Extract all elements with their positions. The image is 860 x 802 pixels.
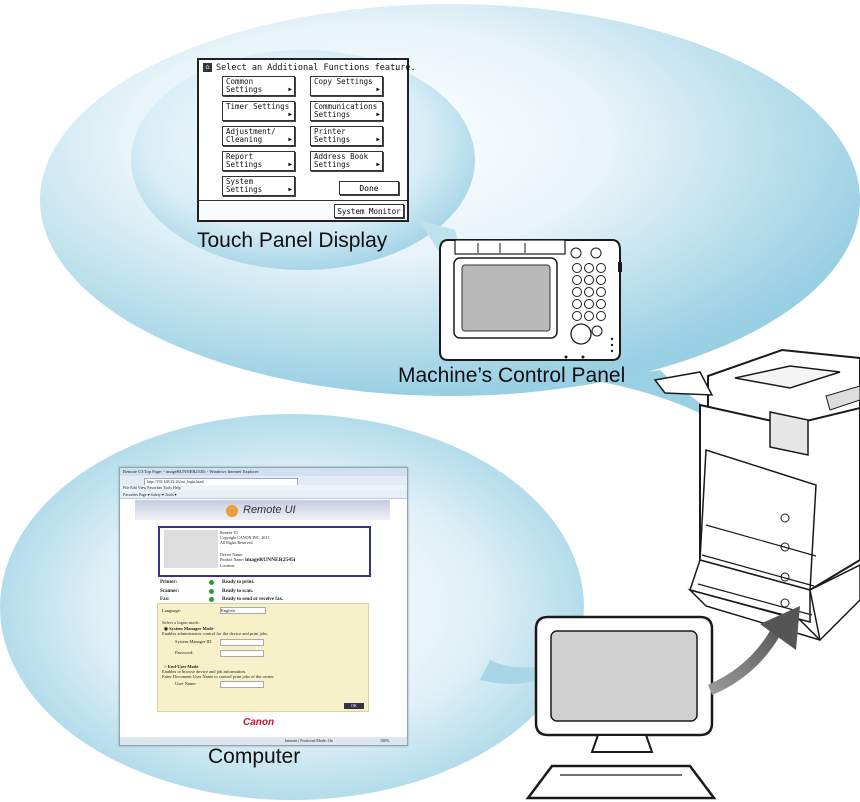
end-user-mode-label: End-User Mode bbox=[167, 664, 199, 669]
submenu-arrow-icon: ▶ bbox=[376, 161, 380, 168]
button-label: Timer Settings bbox=[226, 102, 290, 111]
computer-label: Computer bbox=[208, 745, 301, 768]
adjustment-cleaning-button[interactable]: Adjustment/ Cleaning ▶ bbox=[222, 126, 295, 146]
end-user-desc: Enter Document User Name to control prin… bbox=[162, 674, 275, 679]
address-book-settings-button[interactable]: Address Book Settings ▶ bbox=[310, 151, 383, 171]
product-name: imageRUNNER2545i bbox=[245, 557, 296, 563]
user-name-field[interactable] bbox=[220, 681, 264, 688]
copy-settings-button[interactable]: Copy Settings▶ bbox=[310, 76, 383, 96]
device-image bbox=[164, 530, 218, 568]
printer-settings-button[interactable]: Printer Settings ▶ bbox=[310, 126, 383, 146]
button-label: Report Settings bbox=[226, 152, 263, 169]
remote-ui-browser-window: Remote UI:Top Page: - imageRUNNER2545i -… bbox=[119, 467, 408, 746]
computer-illustration bbox=[525, 615, 717, 800]
submenu-arrow-icon: ▶ bbox=[288, 161, 292, 168]
fax-status-label: Fax: bbox=[160, 597, 170, 602]
submenu-arrow-icon: ▶ bbox=[376, 111, 380, 118]
security-zone: Internet | Protected Mode: On bbox=[285, 738, 333, 743]
done-label: Done bbox=[359, 184, 379, 193]
system-settings-button[interactable]: System Settings ▶ bbox=[222, 176, 295, 196]
language-select[interactable]: English bbox=[220, 607, 266, 614]
touch-panel-footer: System Monitor bbox=[199, 200, 407, 220]
timer-settings-button[interactable]: Timer Settings▶ bbox=[222, 101, 295, 121]
logon-prompt: Select a logon mode. bbox=[162, 620, 200, 625]
browser-title-bar: Remote UI:Top Page: - imageRUNNER2545i -… bbox=[120, 468, 407, 476]
system-manager-desc: Enables administrator control for the de… bbox=[162, 631, 269, 636]
report-settings-button[interactable]: Report Settings ▶ bbox=[222, 151, 295, 171]
touch-panel-heading-text: Select an Additional Functions feature. bbox=[216, 63, 416, 73]
password-field[interactable] bbox=[220, 650, 264, 657]
submenu-arrow-icon: ▶ bbox=[288, 186, 292, 193]
device-info-text: Remote UI Copyright CANON INC. 2011 All … bbox=[220, 530, 295, 568]
location-label: Location: bbox=[220, 563, 236, 568]
system-manager-id-field[interactable] bbox=[220, 639, 264, 646]
common-settings-button[interactable]: Common Settings ▶ bbox=[222, 76, 295, 96]
printer-status-value: Ready to print. bbox=[222, 580, 255, 585]
card-line: Remote UI bbox=[220, 530, 238, 535]
ok-button[interactable]: OK bbox=[344, 703, 364, 709]
user-name-label: User Name: bbox=[175, 681, 197, 686]
product-name-label: Product Name: bbox=[220, 557, 245, 562]
back-icon[interactable]: ⌂ bbox=[203, 63, 212, 72]
communications-settings-button[interactable]: Communications Settings▶ bbox=[310, 101, 383, 121]
submenu-arrow-icon: ▶ bbox=[288, 86, 292, 93]
scanner-status-label: Scanner: bbox=[160, 589, 180, 594]
button-label: Address Book Settings bbox=[314, 152, 369, 169]
scanner-status-value: Ready to scan. bbox=[222, 589, 253, 594]
system-monitor-label: System Monitor bbox=[337, 207, 401, 216]
remote-ui-banner bbox=[135, 500, 390, 520]
end-user-mode-radio[interactable]: ○ End-User Mode bbox=[164, 664, 199, 669]
browser-menu-bar[interactable]: File Edit View Favorites Tools Help bbox=[120, 485, 407, 491]
system-manager-mode-label: System Manager Mode bbox=[169, 626, 214, 631]
end-user-desc: Enables to browse device and job informa… bbox=[162, 669, 246, 674]
system-monitor-button[interactable]: System Monitor bbox=[334, 204, 404, 218]
system-manager-mode-radio[interactable]: ◉ System Manager Mode bbox=[164, 626, 214, 631]
zoom-level[interactable]: 100% bbox=[380, 738, 390, 743]
touch-panel-heading: ⌂ Select an Additional Functions feature. bbox=[203, 63, 416, 73]
submenu-arrow-icon: ▶ bbox=[376, 136, 380, 143]
button-label: Copy Settings bbox=[314, 77, 373, 86]
card-line: All Rights Reserved bbox=[220, 540, 253, 545]
remote-ui-banner-title: Remote UI bbox=[243, 504, 296, 516]
submenu-arrow-icon: ▶ bbox=[288, 136, 292, 143]
browser-status-bar: Internet | Protected Mode: On 100% bbox=[120, 737, 407, 745]
button-label: Communications Settings bbox=[314, 102, 378, 119]
remote-ui-logo-icon bbox=[226, 505, 238, 517]
submenu-arrow-icon: ▶ bbox=[376, 86, 380, 93]
status-ok-icon bbox=[209, 589, 214, 594]
touch-panel-display-label: Touch Panel Display bbox=[197, 229, 388, 252]
language-label: Language: bbox=[162, 608, 181, 613]
submenu-arrow-icon: ▶ bbox=[288, 111, 292, 118]
printer-status-label: Printer: bbox=[160, 580, 178, 585]
fax-status-value: Ready to send or receive fax. bbox=[222, 597, 284, 602]
button-label: System Settings bbox=[226, 177, 263, 194]
button-label: Printer Settings bbox=[314, 127, 351, 144]
control-panel-illustration bbox=[439, 239, 622, 361]
button-label: Common Settings bbox=[226, 77, 263, 94]
logon-form bbox=[157, 603, 369, 712]
status-ok-icon bbox=[209, 597, 214, 602]
password-label: Password: bbox=[175, 650, 194, 655]
browser-favorites-bar[interactable]: Favorites Page ▾ Safety ▾ Tools ▾ bbox=[120, 491, 407, 499]
status-ok-icon bbox=[209, 580, 214, 585]
copier-machine-illustration bbox=[653, 348, 860, 642]
device-name-label: Device Name: bbox=[220, 552, 243, 557]
touch-panel-screen: ⌂ Select an Additional Functions feature.… bbox=[197, 58, 416, 222]
button-label: Adjustment/ Cleaning bbox=[226, 127, 276, 144]
machines-control-panel-label: Machine’s Control Panel bbox=[398, 364, 626, 387]
card-line: Copyright CANON INC. 2011 bbox=[220, 535, 270, 540]
done-button[interactable]: Done bbox=[339, 181, 399, 195]
network-arrow bbox=[707, 606, 800, 696]
canon-logo: Canon bbox=[243, 717, 275, 728]
system-manager-id-label: System Manager ID: bbox=[175, 639, 213, 644]
